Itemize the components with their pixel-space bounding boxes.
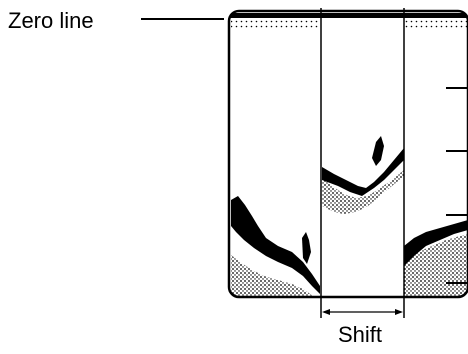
shift-arrowhead-left bbox=[322, 309, 330, 315]
fish-echo-left bbox=[302, 232, 311, 264]
bottom-echo-shift-contour bbox=[322, 148, 404, 196]
zero-line-band bbox=[229, 13, 468, 18]
bottom-echo-left-contour bbox=[231, 196, 320, 294]
surface-noise-right bbox=[404, 18, 468, 30]
echogram-frame bbox=[227, 9, 468, 299]
shift-arrowhead-right bbox=[395, 309, 403, 315]
fish-echo-shift bbox=[372, 136, 384, 166]
bottom-echo-left-body bbox=[231, 255, 314, 297]
shift-label: Shift bbox=[338, 322, 383, 347]
bottom-echo-right-body bbox=[404, 234, 468, 297]
bottom-echo-right-contour bbox=[404, 220, 468, 266]
bottom-echo-shift-body bbox=[322, 170, 404, 214]
echogram-screen bbox=[229, 13, 468, 297]
surface-noise-left bbox=[231, 18, 320, 30]
zero-line-label: Zero line bbox=[8, 8, 94, 33]
